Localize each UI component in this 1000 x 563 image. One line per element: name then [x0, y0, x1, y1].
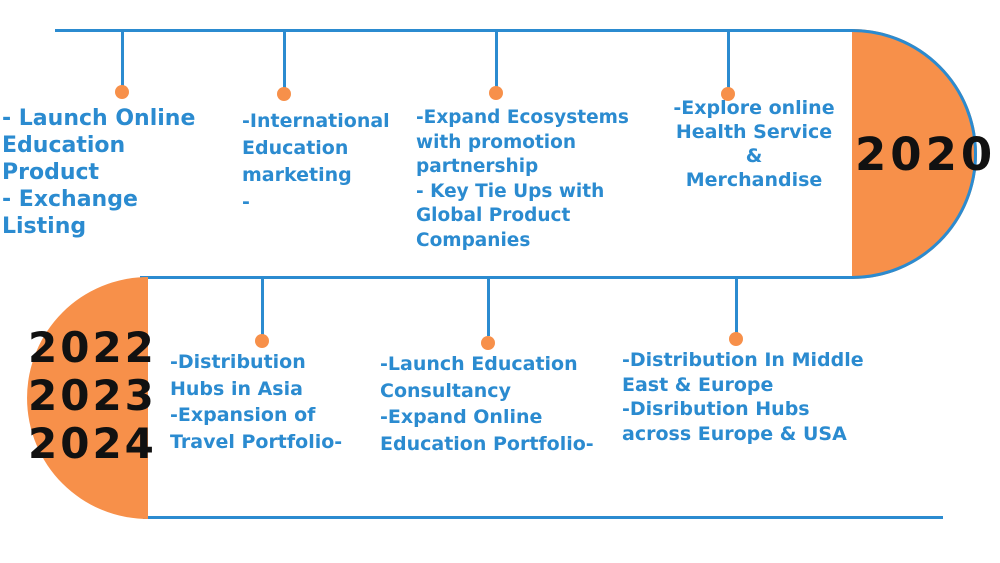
milestone-stem: [121, 31, 124, 87]
milestone-text: - Launch Online Education Product - Exch…: [2, 106, 196, 239]
year-label-2020: 2020: [855, 128, 997, 181]
milestone-dot: [481, 336, 495, 350]
milestone-stem: [735, 278, 738, 334]
milestone-text: -Distribution Hubs in Asia -Expansion of…: [170, 351, 343, 453]
bottom-timeline-line: [143, 516, 943, 519]
years-2022-2024-semicircle: [27, 277, 148, 519]
milestone-dot: [721, 87, 735, 101]
year-2020-semicircle: [852, 29, 977, 279]
milestone-stem: [487, 278, 490, 336]
middle-timeline-line: [140, 276, 855, 279]
milestone-stem: [283, 31, 286, 89]
milestone-dot: [277, 87, 291, 101]
milestone-dot: [255, 334, 269, 348]
milestone-dot: [489, 86, 503, 100]
milestone-stem: [727, 31, 730, 89]
year-label-2022-2024: 2022 2023 2024: [28, 323, 157, 468]
milestone-stem: [495, 31, 498, 88]
milestone-text: -International Education marketing -: [242, 110, 390, 213]
milestone-text: -Distribution In Middle East & Europe -D…: [622, 349, 864, 445]
milestone-stem: [261, 278, 264, 336]
milestone-text: -Explore online Health Service & Merchan…: [673, 97, 835, 191]
milestone-text: -Launch Education Consultancy -Expand On…: [380, 353, 594, 455]
milestone-text: -Expand Ecosystems with promotion partne…: [416, 107, 629, 251]
top-timeline-line: [55, 29, 855, 32]
milestone-dot: [729, 332, 743, 346]
milestone-dot: [115, 85, 129, 99]
